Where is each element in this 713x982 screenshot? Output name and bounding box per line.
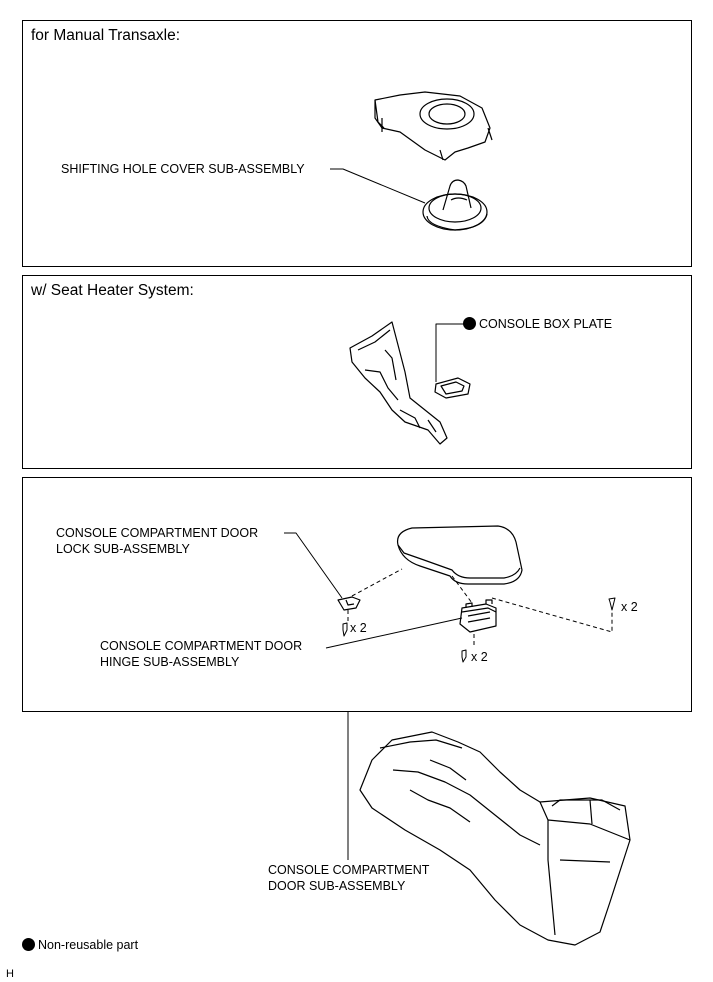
seat-heater-panel: w/ Seat Heater System: (22, 275, 692, 469)
label-door-hinge-line2: HINGE SUB-ASSEMBLY (100, 655, 240, 669)
legend-text: Non-reusable part (38, 938, 139, 952)
label-door-lock-line1: CONSOLE COMPARTMENT DOOR (56, 526, 259, 540)
label-door-lock: CONSOLE COMPARTMENT DOOR LOCK SUB-ASSEMB… (56, 525, 258, 557)
door-hinge-part (459, 599, 497, 633)
center-console-part (359, 731, 631, 946)
shift-bezel-part (374, 91, 493, 161)
legend: Non-reusable part (22, 937, 138, 953)
label-console-door-line1: CONSOLE COMPARTMENT (268, 863, 430, 877)
label-shifting-hole-cover: SHIFTING HOLE COVER SUB-ASSEMBLY (61, 162, 305, 176)
shifting-hole-cover-part (422, 179, 488, 231)
label-console-door: CONSOLE COMPARTMENT DOOR SUB-ASSEMBLY (268, 862, 429, 894)
screw-icon-center (461, 649, 467, 663)
door-lock-part (337, 596, 361, 611)
armrest-lid-part (396, 525, 523, 585)
screw-icon-left (342, 622, 348, 637)
console-side-panel-part (349, 321, 448, 445)
label-door-hinge: CONSOLE COMPARTMENT DOOR HINGE SUB-ASSEM… (100, 638, 302, 670)
manual-transaxle-panel: for Manual Transaxle: (22, 20, 692, 267)
non-reusable-icon (463, 317, 476, 330)
panel-title-manual: for Manual Transaxle: (31, 27, 181, 44)
panel-title-seat-heater: w/ Seat Heater System: (31, 282, 194, 299)
label-console-box-plate: CONSOLE BOX PLATE (463, 316, 612, 332)
console-door-panel (22, 477, 692, 712)
corner-mark: H (6, 968, 14, 980)
screw-icon-right (608, 597, 616, 611)
label-console-box-plate-text: CONSOLE BOX PLATE (479, 317, 613, 331)
label-qty-right: x 2 (621, 600, 638, 614)
label-qty-left: x 2 (350, 621, 367, 635)
console-box-plate-part (434, 377, 471, 399)
legend-dot-icon (22, 938, 35, 951)
label-door-hinge-line1: CONSOLE COMPARTMENT DOOR (100, 639, 303, 653)
label-qty-center: x 2 (471, 650, 488, 664)
label-console-door-line2: DOOR SUB-ASSEMBLY (268, 879, 406, 893)
label-door-lock-line2: LOCK SUB-ASSEMBLY (56, 542, 190, 556)
